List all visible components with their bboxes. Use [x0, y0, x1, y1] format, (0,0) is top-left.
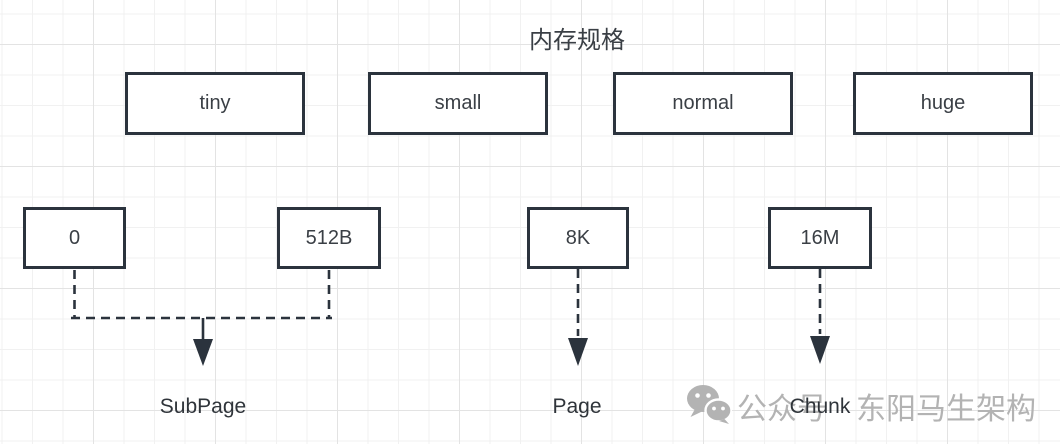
unit-label-chunk: Chunk: [789, 395, 851, 418]
size-class-box-small: small: [368, 72, 548, 135]
unit-label-page: Page: [552, 395, 602, 418]
chunk-arrow: [810, 269, 830, 364]
wechat-icon: [686, 384, 733, 429]
watermark-suffix: 东阳马生架构: [856, 393, 1036, 426]
subpage-range-connector: [71, 270, 332, 366]
page-arrow: [568, 269, 588, 366]
threshold-box-8k: 8K: [527, 207, 629, 269]
threshold-box-16m: 16M: [768, 207, 872, 269]
threshold-box-512b: 512B: [277, 207, 381, 269]
unit-label-subpage: SubPage: [159, 395, 247, 418]
diagram-title: 内存规格: [529, 27, 625, 54]
threshold-box-0: 0: [23, 207, 126, 269]
size-class-box-tiny: tiny: [125, 72, 305, 135]
size-class-box-normal: normal: [613, 72, 793, 135]
size-class-box-huge: huge: [853, 72, 1033, 135]
